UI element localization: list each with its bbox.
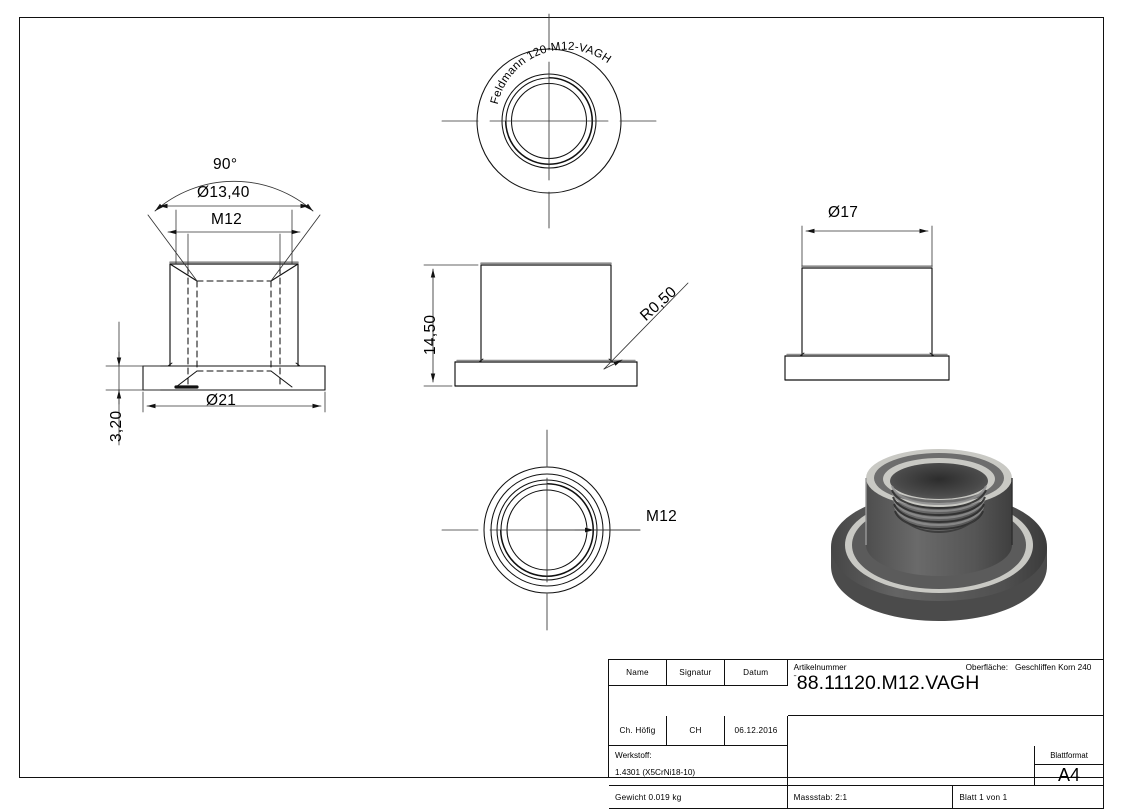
label-surface: Oberfläche: Geschliffen Korn 240 — [966, 663, 1092, 672]
dim-thickness-3-20: 3,20 — [108, 410, 125, 442]
value-sheet-number: Blatt 1 von 1 — [959, 792, 1008, 802]
cell-header-date: Datum — [724, 660, 788, 686]
cell-header-name: Name — [609, 660, 667, 686]
label-sheet-format: Blattformat — [1050, 750, 1088, 760]
article-number-value: ˉ88.11120.M12.VAGH — [794, 672, 980, 695]
cell-material: Werkstoff: 1.4301 (X5CrNi18-10) — [609, 746, 788, 786]
dim-thread-m12-bottom: M12 — [646, 508, 678, 525]
label-name: Name — [626, 668, 649, 677]
title-block-row-material: Werkstoff: 1.4301 (X5CrNi18-10) Blattfor… — [609, 746, 1104, 786]
cell-sheet-number: Blatt 1 von 1 — [953, 786, 1105, 809]
dim-diameter-21: Ø21 — [206, 392, 237, 409]
value-scale: Massstab: 2:1 — [793, 792, 848, 802]
article-number-text: 88.11120.M12.VAGH — [796, 672, 980, 694]
sheet-format-label-box: Blattformat — [1035, 746, 1103, 765]
article-tick: ˉ — [793, 673, 797, 684]
value-sheet-format: A4 — [1058, 764, 1081, 785]
value-name: Ch. Höfig — [619, 726, 656, 735]
title-block-row-headers: Name Signatur Datum Artikelnummer Oberfl… — [609, 660, 1105, 716]
label-date: Datum — [743, 668, 769, 677]
value-material: 1.4301 (X5CrNi18-10) — [615, 768, 696, 777]
cell-article: Artikelnummer Oberfläche: Geschliffen Kor… — [787, 660, 1105, 716]
cell-sheet-format: Blattformat A4 — [1035, 746, 1104, 786]
title-block: Name Signatur Datum Artikelnummer Oberfl… — [608, 659, 1105, 809]
label-signature: Signatur — [679, 668, 712, 677]
title-block-row-footer: Gewicht 0.019 kg Massstab: 2:1 Blatt 1 v… — [609, 786, 1105, 809]
value-signature: CH — [689, 726, 702, 735]
label-article-number: Artikelnummer — [793, 663, 847, 672]
cell-scale: Massstab: 2:1 — [787, 786, 954, 809]
cell-value-name: Ch. Höfig — [609, 716, 667, 746]
dim-angle-90: 90° — [213, 156, 238, 173]
cell-blank-middle — [787, 746, 1036, 786]
cell-value-date: 06.12.2016 — [725, 716, 788, 746]
drawing-frame — [19, 17, 1104, 778]
sheet-format-value-box: A4 — [1035, 765, 1103, 786]
cell-weight: Gewicht 0.019 kg — [609, 786, 788, 809]
value-weight: Gewicht 0.019 kg — [615, 792, 682, 802]
value-date: 06.12.2016 — [734, 726, 778, 735]
cell-header-signature: Signatur — [666, 660, 725, 686]
surface-value-text: Geschliffen Korn 240 — [1014, 663, 1092, 672]
dim-diameter-17: Ø17 — [828, 204, 859, 221]
cell-value-signature: CH — [667, 716, 725, 746]
label-material: Werkstoff: — [615, 751, 652, 760]
dim-thread-m12-front: M12 — [211, 211, 243, 228]
dim-height-14-50: 14,50 — [422, 314, 439, 355]
title-block-row-values: Ch. Höfig CH 06.12.2016 — [609, 716, 1104, 746]
dim-diameter-13-40: Ø13,40 — [197, 184, 250, 201]
surface-label-text: Oberfläche: — [965, 663, 1008, 672]
